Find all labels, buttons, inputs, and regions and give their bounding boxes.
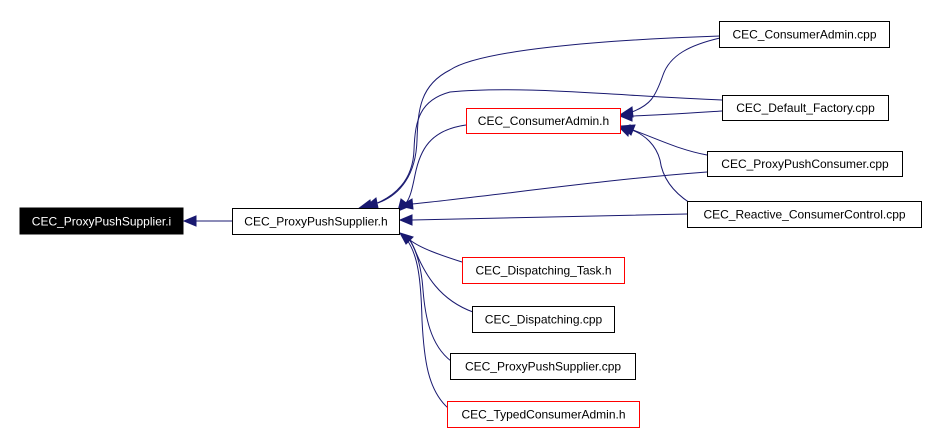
node-label: CEC_ProxyPushConsumer.cpp (721, 157, 889, 171)
node-label: CEC_TypedConsumerAdmin.h (461, 408, 625, 422)
arrowhead-icon (182, 215, 197, 227)
edge-consumeradmin-cpp-to-consumeradmin-h (631, 37, 721, 113)
edge-consumeradmin-cpp-to-proxypushsupplier-h (377, 35, 721, 204)
nodes-layer: CEC_ProxyPushSupplier.i CEC_ProxyPushSup… (19, 21, 922, 428)
node-label: CEC_ProxyPushSupplier.i (32, 215, 171, 229)
node-label: CEC_ProxyPushSupplier.cpp (465, 360, 621, 374)
node-box (232, 208, 400, 235)
node-box (450, 353, 636, 380)
arrowhead-icon (398, 198, 414, 210)
node-typedconsumeradmin-h[interactable]: CEC_TypedConsumerAdmin.h (447, 401, 640, 428)
node-box (707, 151, 903, 177)
arrowhead-icon (618, 110, 633, 122)
node-label: CEC_Dispatching_Task.h (475, 264, 611, 278)
node-label: CEC_Default_Factory.cpp (736, 101, 875, 115)
node-box (472, 306, 615, 333)
node-box (462, 257, 625, 284)
arrowhead-icon (619, 124, 631, 138)
node-proxypushsupplier-h[interactable]: CEC_ProxyPushSupplier.h (232, 208, 400, 235)
edge-proxypushconsumer-to-consumeradmin-h (632, 129, 708, 156)
node-box (447, 401, 640, 428)
node-box (466, 108, 621, 134)
node-label: CEC_ProxyPushSupplier.h (244, 215, 387, 229)
edge-default-factory-to-consumeradmin-h (631, 110, 723, 117)
edge-dispatching-task-to-proxypushsupplier-h (409, 239, 463, 263)
node-default-factory-cpp[interactable]: CEC_Default_Factory.cpp (722, 95, 889, 121)
edge-reactive-consumercontrol-to-consumeradmin-h (631, 129, 691, 204)
node-dispatching-cpp[interactable]: CEC_Dispatching.cpp (472, 306, 615, 333)
node-label: CEC_Reactive_ConsumerControl.cpp (703, 208, 905, 222)
edge-default-factory-to-proxypushsupplier-h (371, 89, 723, 206)
node-label: CEC_Dispatching.cpp (485, 313, 603, 327)
node-label: CEC_ConsumerAdmin.cpp (732, 28, 876, 42)
node-box (19, 207, 184, 235)
node-consumeradmin-cpp[interactable]: CEC_ConsumerAdmin.cpp (719, 21, 890, 48)
node-consumeradmin-h[interactable]: CEC_ConsumerAdmin.h (466, 108, 621, 134)
node-dispatching-task-h[interactable]: CEC_Dispatching_Task.h (462, 257, 625, 284)
node-proxypushsupplier-i[interactable]: CEC_ProxyPushSupplier.i (19, 207, 184, 235)
edge-reactive-consumercontrol-to-proxypushsupplier-h (411, 213, 688, 221)
node-proxypushsupplier-cpp[interactable]: CEC_ProxyPushSupplier.cpp (450, 353, 636, 380)
node-box (687, 201, 922, 228)
node-box (719, 21, 890, 48)
node-proxypushconsumer-cpp[interactable]: CEC_ProxyPushConsumer.cpp (707, 151, 903, 177)
node-label: CEC_ConsumerAdmin.h (478, 114, 609, 128)
edge-consumeradmin-h-to-proxypushsupplier-h (405, 124, 467, 204)
edges-layer (182, 35, 723, 409)
edge-proxypushconsumer-to-proxypushsupplier-h (411, 171, 708, 205)
node-reactive-consumercontrol-cpp[interactable]: CEC_Reactive_ConsumerControl.cpp (687, 201, 922, 228)
arrowhead-icon (398, 214, 413, 226)
node-box (722, 95, 889, 121)
edge-typedconsumeradmin-to-proxypushsupplier-h (406, 239, 449, 409)
edge-proxypushsupplier-cpp-to-proxypushsupplier-h (408, 238, 452, 362)
